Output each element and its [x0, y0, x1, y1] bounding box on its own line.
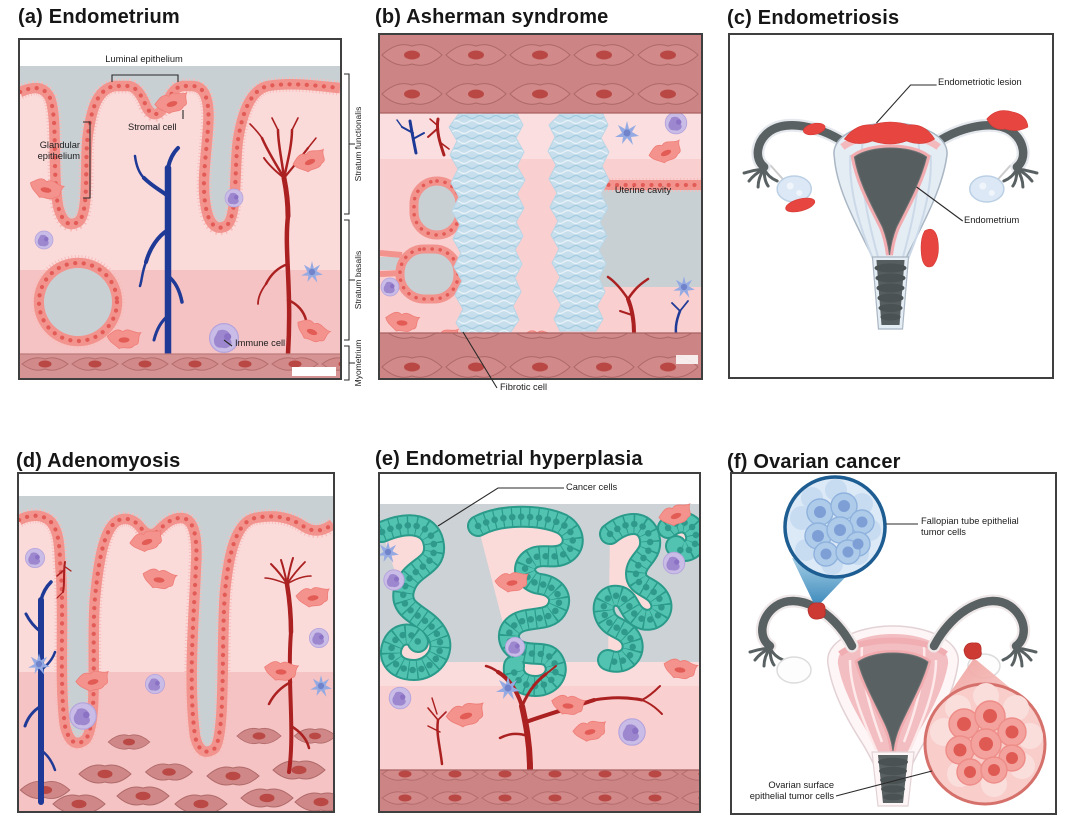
- stratum-basalis-label: Stratum basalis: [353, 250, 363, 310]
- fallopian-tube-left: [753, 121, 853, 172]
- ovary-tumor-nodule: [963, 642, 982, 660]
- panel-d-frame: [17, 472, 335, 813]
- cancer-cells-label: Cancer cells: [566, 482, 618, 492]
- glandular-epithelium-label: Glandular epithelium: [37, 140, 80, 161]
- endometrium-label: Endometrium: [964, 215, 1020, 225]
- fibrotic-tissue-columns: [448, 111, 610, 336]
- hyperplastic-glands: [382, 517, 696, 686]
- fallopian-tube-left: [758, 596, 857, 651]
- spiral-artery: [249, 117, 317, 357]
- endometrium-illustration: [20, 40, 340, 378]
- ovarian-tumor-label: Ovarian surface epithelial tumor cells: [749, 780, 834, 801]
- hyperplasia-illustration: [380, 474, 699, 811]
- uterine-cavity-dark: [857, 652, 929, 752]
- adenomyosis-illustration: [19, 474, 333, 811]
- ovarian-cancer-illustration: [732, 474, 1055, 813]
- leader-lines: [83, 74, 233, 347]
- ovarian-tumor-inset: [923, 682, 1047, 806]
- blue-vessel: [133, 146, 184, 360]
- endometriotic-lesion-label: Endometriotic lesion: [938, 77, 1022, 87]
- leader-line: [437, 487, 564, 527]
- panel-c-frame: Endometriotic lesion Endometrium: [728, 33, 1054, 379]
- panel-e-frame: Cancer cells: [378, 472, 701, 813]
- stromal-cell-label: Stromal cell: [128, 122, 177, 132]
- panel-b-frame: Uterine cavity: [378, 33, 703, 380]
- fallopian-tumor-inset: [783, 475, 887, 579]
- fallopian-tube-right: [929, 596, 1028, 651]
- panel-d-title: (d) Adenomyosis: [16, 450, 181, 472]
- fibrotic-cell-label: Fibrotic cell: [500, 382, 548, 392]
- watermark-box: [676, 355, 698, 364]
- panel-c-title: (c) Endometriosis: [727, 7, 900, 29]
- panel-a-frame: Luminal epithelium Stromal cell Glandula…: [18, 38, 342, 380]
- asherman-illustration: [380, 35, 701, 378]
- fallopian-tumor-label: Fallopian tube epithelial tumor cells: [921, 516, 1019, 537]
- ovary-right: [968, 175, 1005, 203]
- immune-cell: [664, 111, 688, 135]
- leader-lines: [835, 523, 933, 797]
- fibrotic-leader: [462, 331, 498, 389]
- panel-e-title: (e) Endometrial hyperplasia: [375, 448, 643, 470]
- vessels-lower: [606, 275, 689, 345]
- glandular-cross-section: [31, 255, 125, 349]
- panel-b-title: (b) Asherman syndrome: [375, 6, 609, 28]
- myometrium-label: Myometrium: [353, 339, 363, 387]
- ovary-left: [776, 656, 812, 684]
- vessels-upper: [396, 117, 450, 157]
- stratum-functionalis-label: Stratum functionalis: [353, 106, 363, 182]
- panel-f-title: (f) Ovarian cancer: [727, 451, 901, 473]
- fallopian-tube-right: [928, 121, 1028, 172]
- endometriotic-lesions: [785, 110, 1029, 268]
- endometriosis-illustration: [730, 35, 1052, 377]
- luminal-epithelium-label: Luminal epithelium: [105, 54, 183, 64]
- tube-tumor-nodule: [807, 602, 826, 620]
- uterine-cavity-label: Uterine cavity: [614, 185, 672, 195]
- uterine-cavity-dark: [853, 147, 928, 256]
- red-vessels: [56, 557, 312, 774]
- panel-a-title: (a) Endometrium: [18, 6, 180, 28]
- stratum-bracket: [344, 73, 355, 381]
- immune-cell-label: Immune cell: [235, 338, 286, 348]
- blue-vessel: [23, 580, 57, 805]
- watermark-box: [292, 367, 336, 376]
- panel-f-frame: Fallopian tube epithelial tumor cells Ov…: [730, 472, 1057, 815]
- leader-lines: [876, 84, 964, 222]
